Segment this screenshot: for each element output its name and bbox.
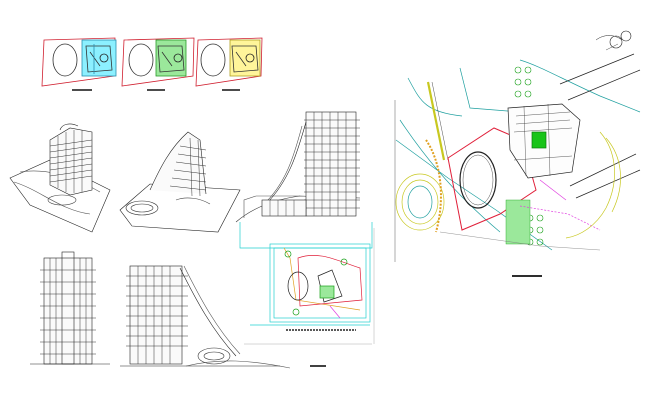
master-site-plan — [394, 30, 641, 277]
enlarged-site-plan — [239, 222, 375, 367]
side-elevation — [120, 265, 291, 369]
section-elevation — [235, 111, 361, 223]
front-elevation — [30, 251, 110, 365]
key-plan-3 — [195, 37, 263, 87]
perspective-view-1 — [9, 123, 111, 233]
perspective-view-2 — [119, 131, 241, 233]
key-plan-2 — [121, 37, 195, 87]
key-plan-group — [41, 37, 263, 91]
green-courtyard — [531, 131, 547, 149]
key-plan-1 — [41, 37, 117, 87]
